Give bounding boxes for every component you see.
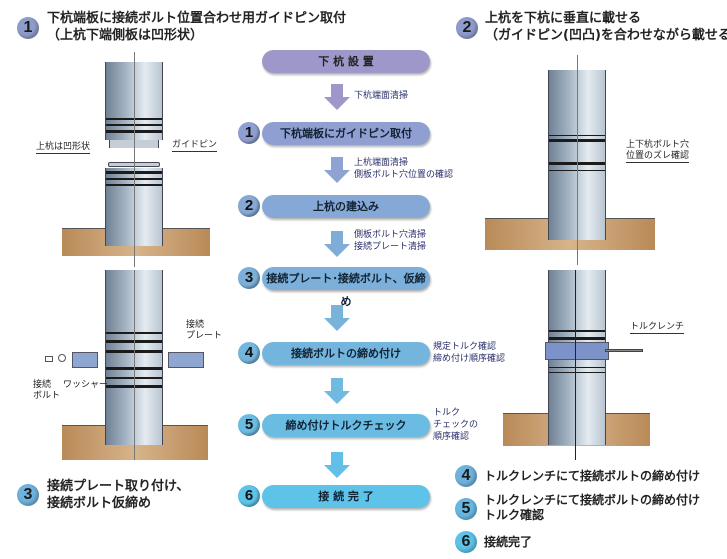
note-c1: 側板ボルト穴清掃 [354, 230, 427, 240]
panel3-title: 接続プレート取り付け、接続ボルト仮締め [47, 478, 189, 512]
list-5-badge: 5 [455, 498, 477, 520]
list-6-badge: 6 [455, 531, 477, 553]
panel1-title: 下杭端板に接続ボルト位置合わせ用ガイドピン取付 （上杭下端側板は凹形状） [47, 10, 346, 44]
flow-note-e: トルクチェックの順序確認 [433, 407, 478, 443]
label-torque-wrench: トルクレンチ [630, 322, 685, 334]
list-item-5-line2: トルク確認 [484, 508, 545, 522]
label-guide-pin: ガイドピン [172, 140, 218, 152]
label-bolt-line1: 接続 [33, 380, 52, 390]
flow-step-6-number: 6 [238, 485, 260, 507]
list-4-badge: 4 [455, 465, 477, 487]
label-bolt: 接続ボルト [33, 380, 60, 402]
flow-arrow [324, 157, 350, 183]
note-b2: 側板ボルト穴位置の確認 [354, 170, 454, 180]
flow-arrow [324, 452, 350, 478]
label-check-line2: 位置のズレ確認 [626, 151, 690, 161]
flow-step-3-number: 3 [238, 267, 260, 289]
note-e3: 順序確認 [433, 432, 470, 442]
bolt-icon [45, 356, 53, 362]
list-item-4: トルクレンチにて接続ボルトの締め付け [484, 469, 701, 483]
note-c2: 接続プレート清掃 [354, 242, 427, 252]
label-plate: 接続プレート [186, 320, 222, 342]
flow-step-1-number: 1 [238, 122, 260, 144]
flow-step-2-number: 2 [238, 195, 260, 217]
panel2-title-line2: （ガイドピン(凹凸)を合わせながら載せる） [485, 28, 727, 43]
torque-wrench-icon [605, 349, 643, 352]
label-bolt-hole-check: 上下杭ボルト穴位置のズレ確認 [626, 140, 690, 163]
panel1-title-line1: 下杭端板に接続ボルト位置合わせ用ガイドピン取付 [47, 11, 347, 26]
flow-step-4-number: 4 [238, 342, 260, 364]
washer-icon [58, 354, 66, 362]
flow-arrow [324, 305, 350, 331]
list-item-5: トルクレンチにて接続ボルトの締め付けトルク確認 [484, 493, 700, 523]
note-e1: トルク [433, 408, 461, 418]
connection-plate-right [168, 352, 204, 368]
note-b1: 上杭端面清掃 [354, 158, 409, 168]
centerline-2 [577, 55, 578, 265]
flow-step-5-number: 5 [238, 414, 260, 436]
step-3-badge: 3 [17, 484, 39, 506]
note-e2: チェックの [433, 420, 479, 430]
step-2-badge: 2 [456, 17, 478, 39]
panel3-title-line1: 接続プレート取り付け、 [47, 479, 190, 494]
label-plate-line1: 接続 [186, 320, 205, 330]
flow-start: 下 杭 設 置 [262, 50, 430, 73]
step-1-badge: 1 [17, 17, 39, 39]
centerline-3 [134, 270, 135, 460]
label-check-line1: 上下杭ボルト穴 [626, 140, 690, 150]
centerline-4 [575, 270, 576, 460]
flow-step-6: 接 続 完 了 [262, 485, 430, 508]
flow-note-c: 側板ボルト穴清掃接続プレート清掃 [354, 229, 426, 253]
flow-step-2: 上杭の建込み [262, 195, 430, 218]
flow-step-5: 締め付けトルクチェック [262, 414, 430, 437]
note-d1: 規定トルク確認 [433, 342, 497, 352]
list-item-6: 接続完了 [484, 535, 533, 549]
flow-arrow [324, 378, 350, 404]
panel1-title-line2: （上杭下端側板は凹形状） [47, 28, 204, 43]
label-washer: ワッシャー [63, 380, 109, 390]
panel3-title-line2: 接続ボルト仮締め [47, 496, 152, 511]
label-plate-line2: プレート [186, 331, 223, 341]
centerline-1 [134, 52, 135, 267]
panel2-title-line1: 上杭を下杭に垂直に載せる [485, 11, 642, 26]
list-item-5-line1: トルクレンチにて接続ボルトの締め付け [484, 493, 701, 507]
flow-step-1: 下杭端板にガイドピン取付 [262, 122, 430, 145]
flow-note-b: 上杭端面清掃側板ボルト穴位置の確認 [354, 157, 453, 181]
label-concave: 上杭は凹形状 [36, 142, 91, 154]
flow-note-d: 規定トルク確認締め付け順序確認 [433, 341, 505, 365]
flow-arrow [324, 84, 350, 110]
connection-plate-left [72, 352, 98, 368]
flow-step-4: 接続ボルトの締め付け [262, 342, 430, 365]
label-bolt-line2: ボルト [33, 391, 61, 401]
flow-arrow [324, 231, 350, 257]
flow-step-3: 接続プレート･接続ボルト、仮締め [262, 267, 430, 308]
flow-note-a: 下杭端面清掃 [354, 91, 409, 101]
note-d2: 締め付け順序確認 [433, 354, 506, 364]
panel2-title: 上杭を下杭に垂直に載せる （ガイドピン(凹凸)を合わせながら載せる） [485, 10, 727, 44]
connection-plate [545, 342, 609, 360]
